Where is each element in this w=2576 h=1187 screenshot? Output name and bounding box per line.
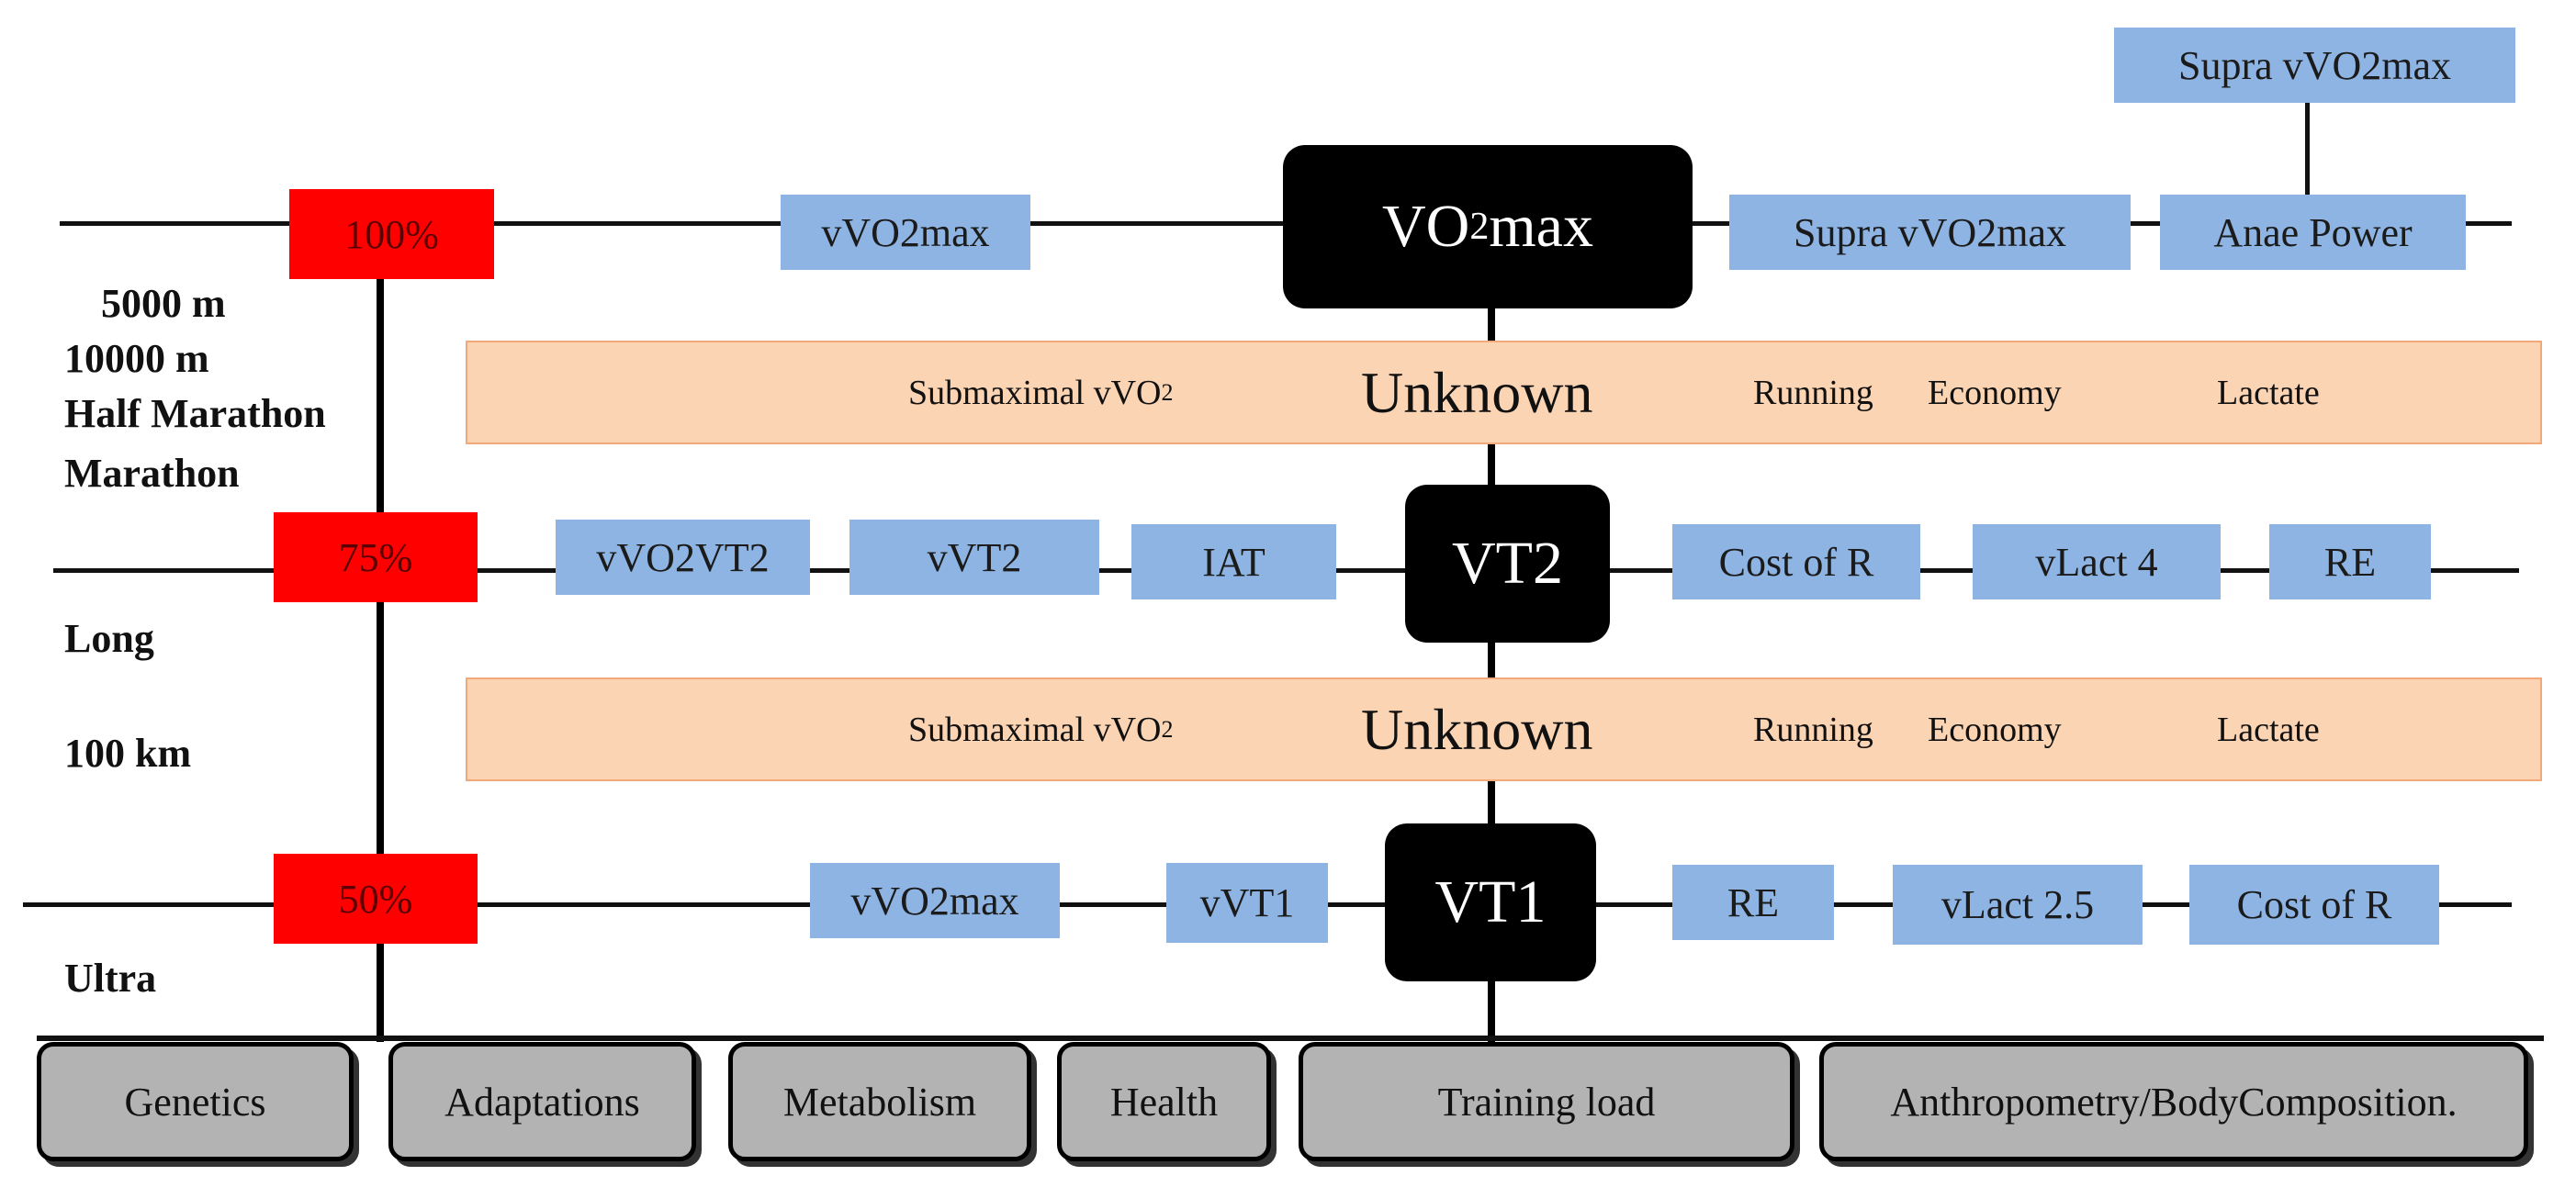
race-label-100km: 100 km (64, 731, 192, 776)
vt1-node: VT1 (1385, 823, 1596, 981)
factor-metabolism: Metabolism (728, 1042, 1031, 1161)
vvt2-box: vVT2 (849, 520, 1099, 595)
supra-connector-line (2305, 101, 2310, 197)
race-label-ultra: Ultra (64, 956, 157, 1001)
race-label-marathon: Marathon (64, 451, 240, 496)
anae-power-box: Anae Power (2160, 195, 2466, 270)
percent-50-box: 50% (274, 854, 478, 944)
percent-axis-line (377, 275, 384, 1042)
percent-75-box: 75% (274, 512, 478, 602)
factor-row-line (37, 1036, 2544, 1041)
vo2max-node-max: max (1489, 193, 1593, 260)
band-lower-unknown: Unknown (1361, 696, 1593, 762)
vo2max-node-vo: VO (1382, 193, 1470, 260)
band-upper-unknown: Unknown (1361, 359, 1593, 425)
race-label-long: Long (64, 616, 154, 661)
re-box-75: RE (2269, 524, 2431, 599)
vlact4-box: vLact 4 (1973, 524, 2221, 599)
iat-box: IAT (1131, 524, 1336, 599)
race-label-10000m: 10000 m (64, 336, 209, 381)
band-lower-submaximal-sub: 2 (1161, 715, 1174, 743)
band-lower-running: Running (1753, 710, 1873, 749)
percent-100-box: 100% (289, 189, 494, 279)
cost-of-r-box-75: Cost of R (1672, 524, 1920, 599)
vo2max-node-sub: 2 (1469, 206, 1490, 248)
race-label-half-marathon: Half Marathon (64, 391, 326, 436)
factor-anthropometry: Anthropometry/BodyComposition. (1819, 1042, 2528, 1161)
band-upper-running: Running (1753, 373, 1873, 412)
center-axis-line (1488, 303, 1495, 1042)
band-lower-economy: Economy (1928, 710, 2062, 749)
band-lower-lactate: Lactate (2217, 710, 2320, 749)
factor-health: Health (1057, 1042, 1271, 1161)
re-box-50: RE (1672, 865, 1834, 940)
supra-vvo2max-top-box: Supra vVO2max (2114, 28, 2515, 103)
vt2-node: VT2 (1405, 485, 1610, 643)
band-upper-lactate: Lactate (2217, 373, 2320, 412)
vlact25-box: vLact 2.5 (1893, 865, 2143, 945)
vvo2max-box-100: vVO2max (781, 195, 1030, 270)
cost-of-r-box-50: Cost of R (2189, 865, 2439, 945)
supra-vvo2max-box: Supra vVO2max (1729, 195, 2131, 270)
factor-adaptations: Adaptations (388, 1042, 696, 1161)
band-upper-economy: Economy (1928, 373, 2062, 412)
factor-training-load: Training load (1299, 1042, 1794, 1161)
race-label-5000m: 5000 m (101, 281, 226, 326)
band-upper-submaximal-text: Submaximal vVO (908, 373, 1162, 412)
vvo2vt2-box: vVO2VT2 (556, 520, 810, 595)
vvo2max-box-50: vVO2max (810, 863, 1060, 938)
band-lower-submaximal-text: Submaximal vVO (908, 710, 1162, 749)
factor-genetics: Genetics (37, 1042, 354, 1161)
band-upper-submaximal-sub: 2 (1161, 378, 1174, 406)
vvt1-box: vVT1 (1166, 863, 1328, 943)
